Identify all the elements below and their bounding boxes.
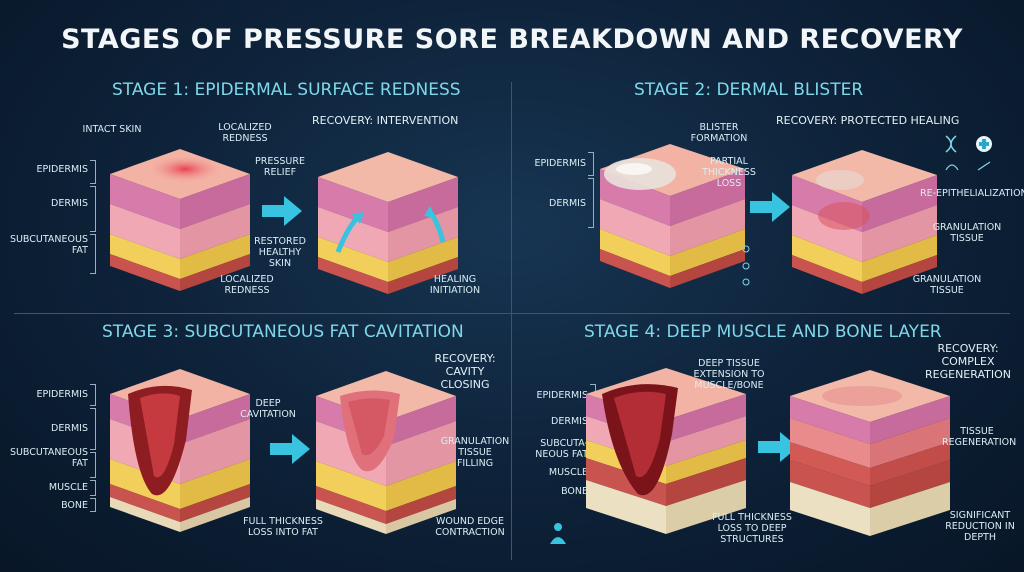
bracket-fat-3 [90, 452, 96, 478]
layer-label-bone-4: BONE [561, 486, 588, 497]
bracket-bone-3 [90, 498, 96, 512]
bracket-epidermis-3 [90, 384, 96, 406]
label-wound-edge-contraction: WOUND EDGE CONTRACTION [435, 516, 505, 538]
label-re-epithelialization: RE-EPITHELIALIZATION [920, 188, 1024, 199]
stage-1-title: STAGE 1: EPIDERMAL SURFACE REDNESS [112, 80, 461, 100]
stage-3-recovery-title: RECOVERY: CAVITY CLOSING [434, 352, 496, 391]
layer-label-epidermis-4: EPIDERMIS [536, 390, 588, 401]
person-icon [550, 523, 566, 544]
stage-1-recovery-cube [318, 152, 458, 294]
stage-1-recovery-title: RECOVERY: INTERVENTION [312, 114, 459, 127]
bracket-muscle-3 [90, 480, 96, 496]
stage-4-skin-cube [586, 368, 746, 534]
stage-4-recovery-cube [790, 370, 950, 536]
stage-2-recovery-title: RECOVERY: PROTECTED HEALING [776, 114, 960, 127]
stage-3-skin-cube [110, 369, 250, 532]
label-significant-reduction: SIGNIFICANT REDUCTION IN DEPTH [945, 510, 1015, 543]
bracket-dermis-2 [588, 178, 594, 228]
plus-icon [742, 245, 750, 286]
stage-2-panel: STAGE 2: DERMAL BLISTER EPIDERMIS DERMIS… [512, 74, 1024, 326]
arrow-icon-2 [750, 192, 790, 222]
layer-label-fat-3: SUBCUTANEOUS FAT [9, 447, 88, 469]
arrow-icon-4 [758, 432, 798, 462]
stage-2-recovery-cube [792, 150, 937, 294]
layer-label-dermis: DERMIS [51, 198, 88, 209]
layer-label-dermis-4: DERMIS [551, 416, 588, 427]
label-localized-redness-bottom: LOCALIZED REDNESS [220, 274, 274, 296]
layer-label-dermis-2: DERMIS [549, 198, 586, 209]
label-full-thickness-loss-fat: FULL THICKNESS LOSS INTO FAT [243, 516, 323, 538]
label-intact-skin: INTACT SKIN [82, 124, 142, 135]
label-granulation-tissue-1: GRANULATION TISSUE [932, 222, 1002, 244]
bracket-dermis-3 [90, 408, 96, 450]
label-granulation-tissue-filling: GRANULATION TISSUE FILLING [440, 436, 510, 469]
stage-3-recovery-cube [316, 371, 456, 534]
stage-3-title: STAGE 3: SUBCUTANEOUS FAT CAVITATION [102, 322, 464, 342]
stage-4-title: STAGE 4: DEEP MUSCLE AND BONE LAYER [584, 322, 942, 342]
arrow-icon-3 [270, 434, 310, 464]
layer-label-fat: SUBCUTANEOUS FAT [9, 234, 88, 256]
stage-2-skin-cube [600, 144, 745, 288]
layer-label-bone-3: BONE [61, 500, 88, 511]
divider-horizontal [14, 313, 1010, 314]
layer-label-muscle-3: MUSCLE [48, 482, 88, 493]
arrow-icon [262, 196, 302, 226]
layer-label-dermis-3: DERMIS [51, 423, 88, 434]
divider-vertical [511, 82, 512, 560]
layer-label-epidermis-2: EPIDERMIS [534, 158, 586, 169]
label-full-thickness-deep: FULL THICKNESS LOSS TO DEEP STRUCTURES [712, 512, 792, 545]
layer-label-epidermis: EPIDERMIS [36, 164, 88, 175]
label-granulation-tissue-2: GRANULATION TISSUE [912, 274, 982, 296]
layer-label-epidermis-3: EPIDERMIS [36, 389, 88, 400]
label-localized-redness-top: LOCALIZED REDNESS [218, 122, 272, 144]
bracket-fat [90, 234, 96, 274]
stage-1-panel: STAGE 1: EPIDERMAL SURFACE REDNESS EPIDE… [0, 74, 512, 326]
label-restored-skin: RESTORED HEALTHY SKIN [254, 236, 306, 269]
label-tissue-regeneration: TISSUE REGENERATION [942, 426, 1017, 448]
label-pressure-relief: PRESSURE RELIEF [255, 156, 305, 178]
label-blister-formation: BLISTER FORMATION [690, 122, 748, 144]
layer-label-muscle-4: MUSCLE [548, 467, 588, 478]
stage-4-panel: STAGE 4: DEEP MUSCLE AND BONE LAYER EPID… [512, 316, 1024, 568]
layer-label-fat-4: SUBCUTA-NEOUS FAT [535, 438, 588, 460]
dna-icon [945, 135, 992, 171]
label-deep-tissue-extension: DEEP TISSUE EXTENSION TO MUSCLE/BONE [693, 358, 765, 391]
stage-1-skin-cube [110, 149, 250, 291]
page-title: STAGES OF PRESSURE SORE BREAKDOWN AND RE… [61, 24, 963, 55]
stage-2-title: STAGE 2: DERMAL BLISTER [634, 80, 864, 100]
label-healing-initiation: HEALING INITIATION [429, 274, 481, 296]
bracket-dermis [90, 186, 96, 232]
label-partial-thickness-loss: PARTIAL THICKNESS LOSS [702, 156, 756, 189]
label-deep-cavitation: DEEP CAVITATION [240, 398, 296, 420]
stage-3-panel: STAGE 3: SUBCUTANEOUS FAT CAVITATION EPI… [0, 316, 512, 568]
stage-4-recovery-title: RECOVERY: COMPLEX REGENERATION [925, 342, 1011, 381]
bracket-epidermis-2 [588, 152, 594, 176]
bracket-epidermis [90, 160, 96, 184]
